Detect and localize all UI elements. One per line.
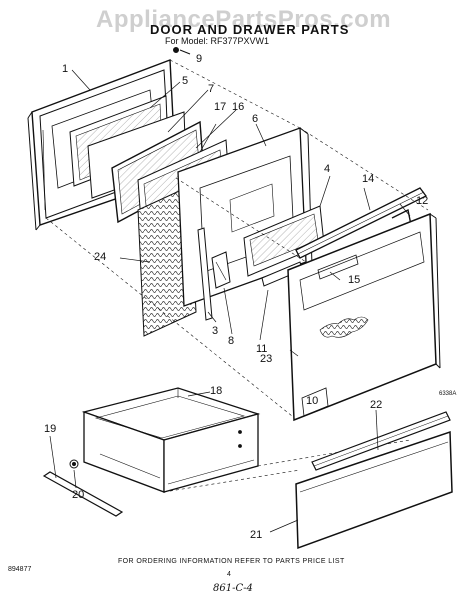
callout-numbers: 1 12 3 4 5 6 7 8 9 10 11 14 15 16 17 18 … — [44, 53, 428, 541]
drawer-roller-20 — [69, 459, 79, 469]
drawer-rail-19 — [42, 471, 124, 517]
callout-19: 19 — [44, 423, 56, 435]
bracket-8 — [211, 251, 231, 289]
assembly-leaders — [45, 59, 429, 417]
door-trim-3 — [197, 227, 213, 321]
page-number: 4 — [227, 571, 231, 578]
ordering-note: FOR ORDERING INFORMATION REFER TO PARTS … — [118, 558, 345, 565]
callout-24: 24 — [94, 251, 106, 263]
callout-11: 11 — [256, 343, 267, 355]
callout-14: 14 — [362, 173, 374, 185]
drawer-trim-22 — [311, 411, 451, 471]
callout-17: 17 — [214, 101, 226, 113]
handwritten-note: 861-C-4 — [213, 583, 253, 594]
model-label: For Model: RF377PXVW1 — [165, 36, 270, 46]
callout-4: 4 — [324, 163, 330, 175]
callout-20: 20 — [72, 489, 84, 501]
callout-leaders — [49, 69, 411, 533]
outer-door-panel-23 — [287, 212, 441, 422]
drawer-18 — [81, 387, 261, 493]
callout-1: 1 — [62, 63, 68, 75]
callout-8: 8 — [228, 335, 234, 347]
callout-5: 5 — [182, 75, 188, 87]
callout-15: 15 — [348, 274, 360, 286]
door-top-trim-14 — [295, 187, 427, 259]
callout-9: 9 — [196, 53, 202, 65]
callout-16: 16 — [232, 101, 244, 113]
callout-18: 18 — [210, 385, 222, 397]
diagram-reference: 6338A — [439, 391, 457, 397]
callout-3: 3 — [212, 325, 218, 337]
screw-9 — [173, 47, 191, 55]
callout-22: 22 — [370, 399, 382, 411]
callout-23: 23 — [260, 353, 272, 365]
callout-6: 6 — [252, 113, 258, 125]
drawer-front-panel-21 — [295, 430, 453, 550]
callout-7: 7 — [208, 83, 214, 95]
callout-2: 12 — [416, 195, 428, 207]
callout-10: 10 — [306, 395, 318, 407]
document-number: 894877 — [8, 566, 32, 573]
callout-21: 21 — [250, 529, 262, 541]
page-title: DOOR AND DRAWER PARTS — [150, 22, 350, 37]
watermark: AppliancePartsPros.com — [96, 6, 392, 33]
